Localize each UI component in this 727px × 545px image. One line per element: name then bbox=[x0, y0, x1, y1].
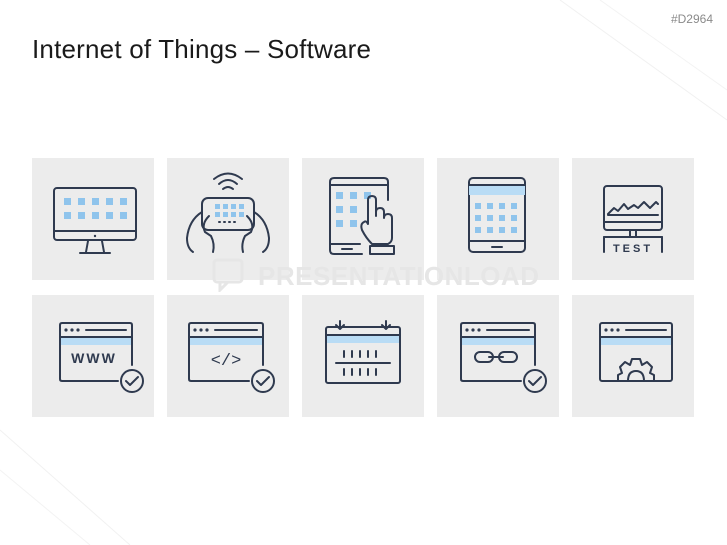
browser-code-check-icon: </> bbox=[188, 322, 275, 393]
tile-desktop-monitor bbox=[32, 158, 154, 280]
browser-www-check-icon: WWW bbox=[59, 322, 144, 393]
watermark-logo-icon bbox=[212, 258, 244, 292]
desktop-monitor-icon bbox=[53, 187, 137, 254]
tile-browser-gear bbox=[572, 295, 694, 417]
tile-tablet-calendar bbox=[437, 158, 559, 280]
www-label: WWW bbox=[71, 350, 117, 366]
slide-code: #D2964 bbox=[670, 12, 713, 26]
tile-browser-link bbox=[437, 295, 559, 417]
code-label: </> bbox=[211, 352, 242, 371]
tile-calendar bbox=[302, 295, 424, 417]
slide-title: Internet of Things – Software bbox=[32, 34, 372, 64]
calendar-icon bbox=[325, 320, 401, 384]
watermark-text: PRESENTATIONLOAD bbox=[258, 261, 540, 291]
browser-link-check-icon bbox=[460, 322, 547, 393]
tile-test-monitor: TEST bbox=[572, 158, 694, 280]
test-label: TEST bbox=[613, 243, 653, 255]
tile-tablet-touch bbox=[302, 158, 424, 280]
watermark: PRESENTATIONLOAD bbox=[212, 258, 539, 292]
hands-tablet-wifi-icon bbox=[186, 172, 270, 253]
tablet-touch-hand-icon bbox=[329, 177, 395, 255]
tablet-calendar-icon bbox=[468, 177, 526, 253]
browser-gear-icon bbox=[599, 322, 673, 382]
tile-browser-code: </> bbox=[167, 295, 289, 417]
tile-browser-www: WWW bbox=[32, 295, 154, 417]
test-monitor-icon: TEST bbox=[603, 185, 663, 255]
